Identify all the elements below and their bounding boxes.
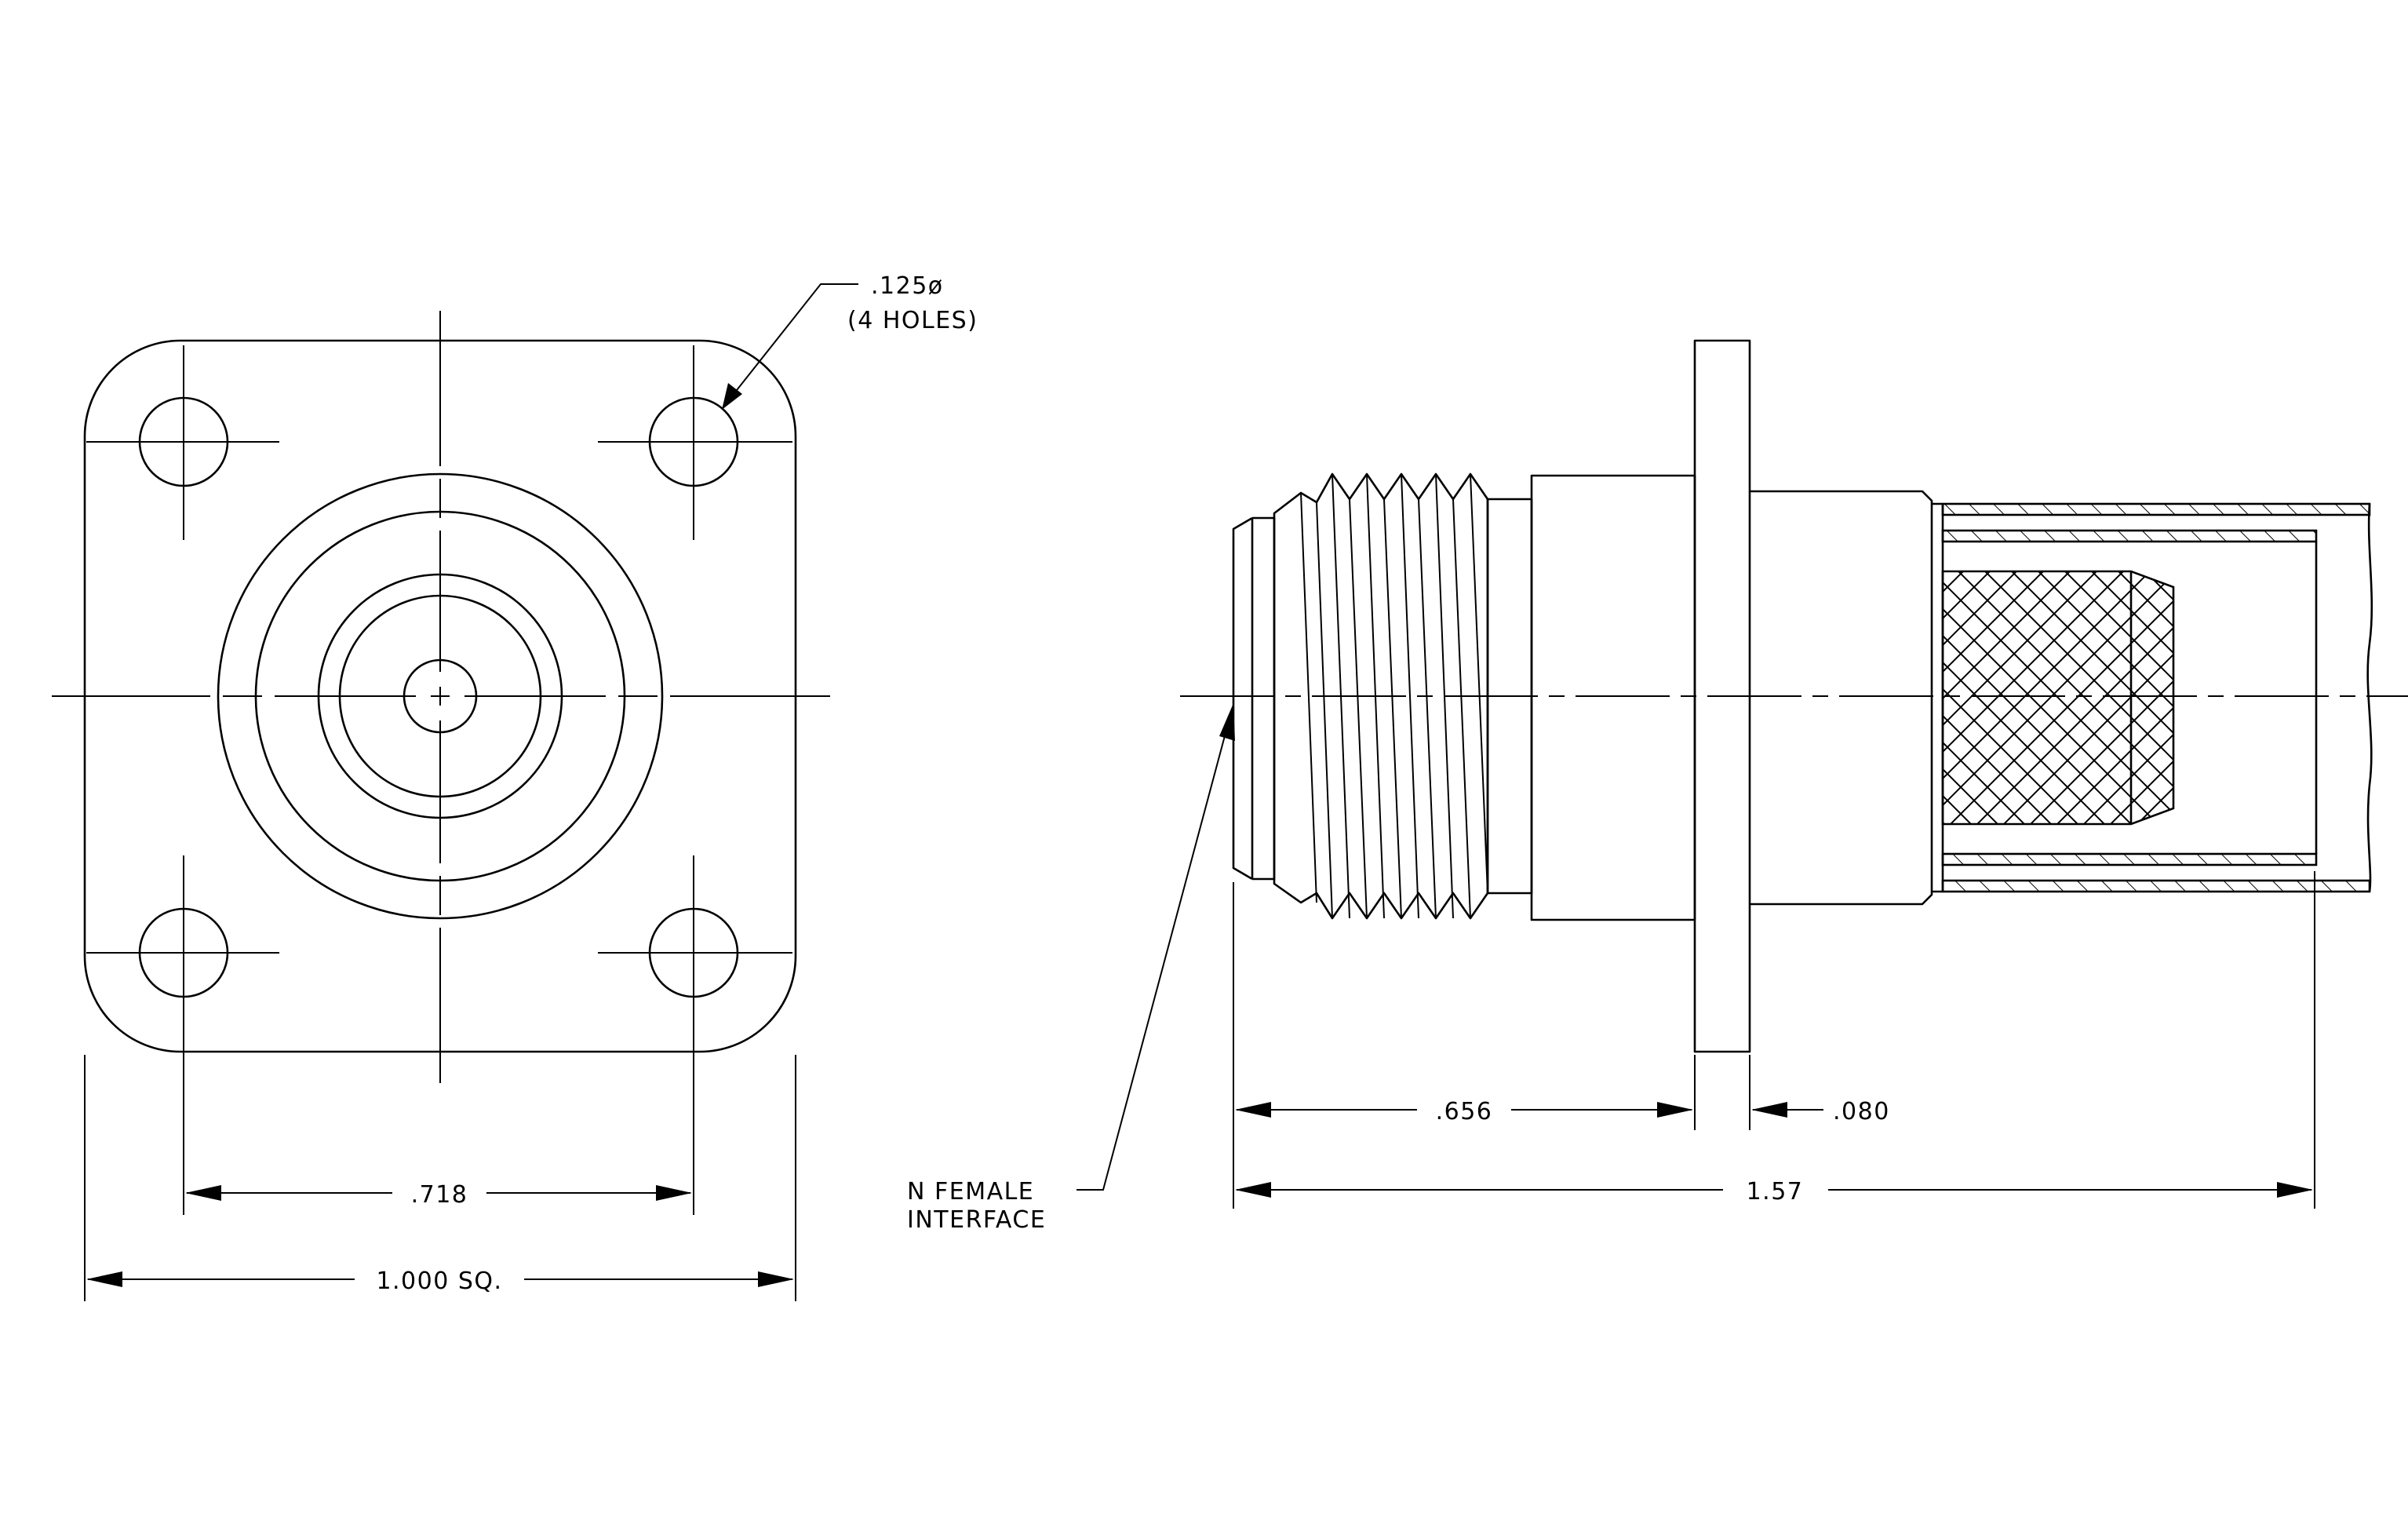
flange-size-label: 1.000 SQ. [376, 1268, 502, 1295]
jacket-top-hatch [1941, 502, 2371, 516]
interface-nose [1232, 516, 1276, 881]
hole-callout-leader [724, 283, 858, 406]
cable-break-line [2366, 503, 2373, 892]
jacket-bottom-hatch [1941, 879, 2371, 893]
front-length-label: .656 [1436, 1098, 1493, 1125]
hole-size-label: .125ø [871, 272, 944, 300]
flange-thickness-label: .080 [1833, 1098, 1890, 1125]
front-body [1530, 474, 1696, 921]
ferrule-top-hatch [1941, 529, 2318, 543]
hole-count-label: (4 HOLES) [847, 307, 978, 334]
interface-label-line1: N FEMALE [907, 1178, 1034, 1205]
hole-spacing-label: .718 [411, 1181, 468, 1209]
overall-length-label: 1.57 [1747, 1178, 1804, 1205]
ferrule-bottom-hatch [1941, 852, 2318, 866]
interface-leader [1076, 709, 1233, 1191]
interface-label-line2: INTERFACE [907, 1206, 1046, 1234]
front-view [52, 283, 858, 1083]
side-dimensions [1233, 871, 2315, 1209]
outer-body-circle [217, 472, 664, 920]
rear-body [1750, 490, 1933, 906]
cable-assembly [1932, 502, 2373, 893]
front-dimensions [84, 1012, 796, 1301]
shield-braid [1941, 570, 2175, 826]
side-view [1076, 339, 2408, 1191]
